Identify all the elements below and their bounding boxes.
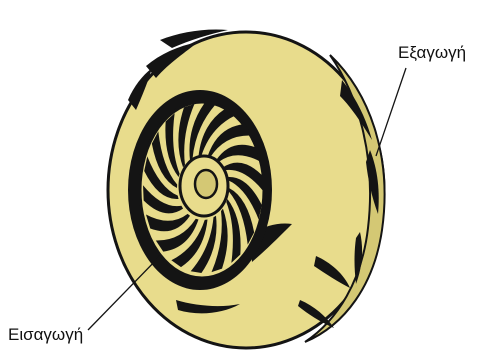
inlet-eye: [128, 90, 272, 290]
outlet-leader-line: [376, 68, 406, 156]
outlet-label: Εξαγωγή: [398, 44, 466, 61]
hub-inner: [195, 170, 217, 198]
inlet-label: Εισαγωγή: [8, 326, 83, 343]
